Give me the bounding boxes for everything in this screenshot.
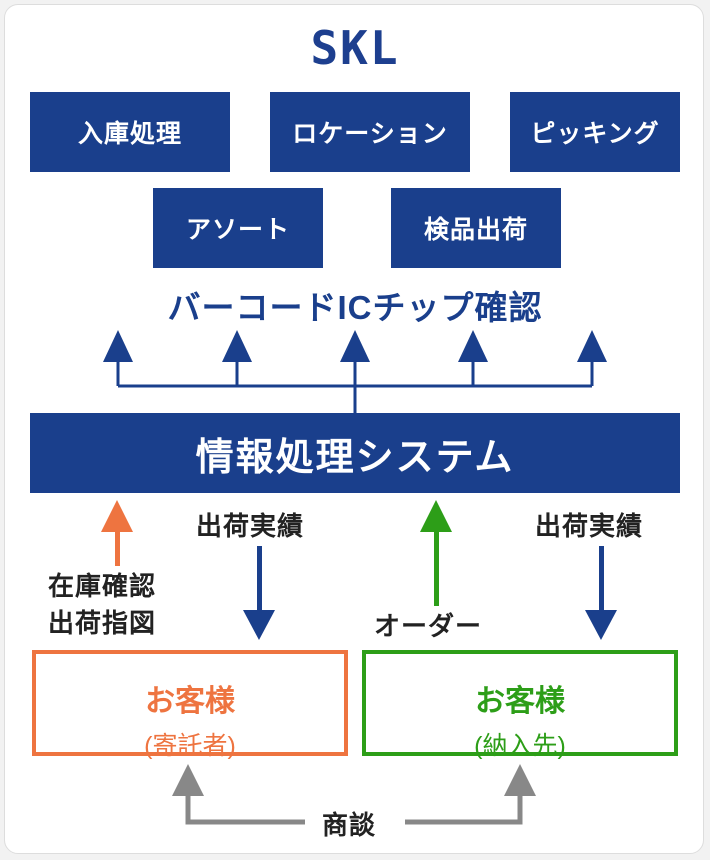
barcode-ic-check-label: バーコードICチップ確認 [167, 289, 543, 326]
process-picking: ピッキング [510, 92, 680, 172]
information-system-box: 情報処理システム [30, 413, 680, 493]
process-location: ロケーション [270, 92, 470, 172]
process-receiving: 入庫処理 [30, 92, 230, 172]
process-assort: アソート [153, 188, 323, 268]
order-label: オーダー [374, 611, 483, 641]
customer-recipient-name: お客様 [475, 685, 565, 718]
shipping-instruction-label-line2: 出荷指図 [48, 608, 157, 638]
stock-check-label-line1: 在庫確認 [48, 571, 157, 601]
customer-recipient-box: お客様 (納入先) [362, 650, 678, 760]
customer-consignor-name: お客様 [145, 685, 235, 718]
customer-consignor-role: (寄託者) [144, 732, 236, 760]
shipment-result-label-left: 出荷実績 [196, 511, 305, 541]
shipment-result-label-right: 出荷実績 [535, 511, 644, 541]
customer-consignor-box: お客様 (寄託者) [32, 650, 348, 760]
process-inspection-shipping: 検品出荷 [391, 188, 561, 268]
stock-check-label: 在庫確認 出荷指図 [48, 566, 156, 640]
skl-logo: SKL [310, 21, 400, 75]
negotiation-label: 商談 [322, 810, 377, 840]
customer-recipient-role: (納入先) [474, 732, 566, 760]
